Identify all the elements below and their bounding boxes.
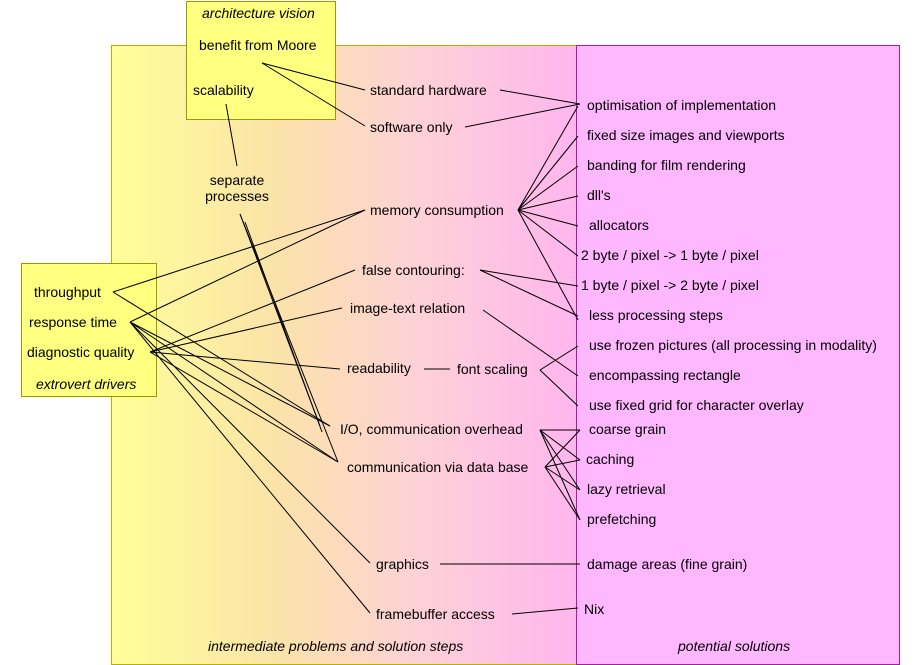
link-standard-hardware-optimisation (499, 89, 581, 105)
link-database-caching (544, 459, 581, 468)
banding-label: banding for film rendering (587, 157, 746, 173)
link-quality-false-contouring (149, 269, 356, 353)
link-response-graphics (129, 321, 371, 564)
separate-processes-line-2: processes (205, 188, 269, 204)
link-io-caching (539, 429, 581, 461)
link-image-text-encompassing (482, 309, 579, 377)
link-database-prefetching (544, 466, 581, 521)
false-contouring-label: false contouring: (362, 262, 465, 278)
link-throughput-io (112, 291, 331, 427)
architecture-vision-box (186, 1, 336, 120)
link-memory-dlls (517, 195, 579, 211)
architecture-vision-title: architecture vision (202, 5, 315, 21)
link-font-frozen (539, 345, 579, 371)
link-response-database (129, 321, 339, 463)
link-io-lazy (539, 429, 581, 491)
link-database-coarse (544, 429, 581, 468)
prefetching-label: prefetching (587, 511, 657, 527)
diagnostic-quality-label: diagnostic quality (27, 344, 135, 360)
link-vision-software-only (261, 62, 366, 127)
link-false-contouring-one-to-two (479, 269, 579, 287)
standard-hardware-label: standard hardware (370, 82, 487, 98)
link-quality-image-text (149, 307, 343, 353)
link-response-memory (129, 209, 366, 323)
link-memory-banding (517, 165, 579, 211)
allocators-label: allocators (589, 217, 649, 233)
io-overhead-label: I/O, communication overhead (340, 421, 523, 437)
encompassing-rectangle-label: encompassing rectangle (589, 367, 741, 383)
lazy-retrieval-label: lazy retrieval (587, 481, 666, 497)
potential-solutions-caption: potential solutions (678, 638, 791, 654)
communication-database-label: communication via data base (347, 459, 529, 475)
less-processing-label: less processing steps (589, 307, 723, 323)
software-only-label: software only (370, 119, 453, 135)
link-io-prefetching (539, 429, 581, 521)
fixed-size-images-label: fixed size images and viewports (587, 127, 785, 143)
extrovert-drivers-caption: extrovert drivers (36, 376, 137, 392)
separate-processes-line-1: separate (209, 172, 265, 188)
image-text-relation-label: image-text relation (350, 300, 466, 316)
frozen-pictures-label: use frozen pictures (all processing in m… (589, 337, 877, 353)
framebuffer-access-label: framebuffer access (376, 606, 495, 622)
link-separate-database (239, 213, 339, 463)
damage-areas-label: damage areas (fine grain) (587, 556, 748, 572)
readability-label: readability (347, 360, 411, 376)
throughput-label: throughput (34, 284, 101, 300)
link-response-framebuffer (129, 321, 371, 614)
separate-processes-label: separate processes (200, 172, 274, 204)
scalability-label: scalability (193, 82, 254, 98)
intermediate-problems-caption: intermediate problems and solution steps (208, 638, 464, 654)
potential-solutions-panel (576, 45, 900, 665)
link-memory-allocators (517, 209, 579, 227)
nix-label: Nix (584, 601, 605, 617)
benefit-from-moore-label: benefit from Moore (199, 37, 317, 53)
dlls-label: dll's (587, 187, 611, 203)
link-quality-readability (149, 351, 341, 370)
graphics-label: graphics (376, 556, 429, 572)
font-scaling-label: font scaling (457, 361, 528, 377)
link-memory-fixed-size (517, 135, 579, 211)
fixed-grid-label: use fixed grid for character overlay (589, 397, 804, 413)
memory-consumption-label: memory consumption (370, 202, 504, 218)
coarse-grain-label: coarse grain (589, 421, 667, 437)
link-software-only-optimisation (464, 103, 581, 128)
link-false-contouring-less (479, 269, 579, 317)
two-to-one-byte-label: 2 byte / pixel -> 1 byte / pixel (581, 247, 759, 263)
optimisation-label: optimisation of implementation (587, 97, 777, 113)
link-framebuffer-nix (511, 607, 579, 615)
link-vision-standard-hardware (261, 62, 366, 91)
link-memory-two-to-one (517, 209, 579, 257)
one-to-two-byte-label: 1 byte / pixel -> 2 byte / pixel (581, 277, 759, 293)
link-response-io (129, 321, 331, 427)
link-scalability-separate (225, 103, 238, 167)
link-memory-frozen (517, 209, 579, 321)
link-separate-database-2 (244, 221, 323, 433)
link-quality-database (149, 351, 339, 463)
caching-label: caching (586, 451, 635, 467)
link-throughput-memory (112, 209, 366, 293)
link-font-fixed-grid (539, 369, 579, 407)
response-time-label: response time (29, 314, 117, 330)
link-memory-optimisation (517, 105, 579, 211)
link-database-lazy (544, 466, 581, 491)
